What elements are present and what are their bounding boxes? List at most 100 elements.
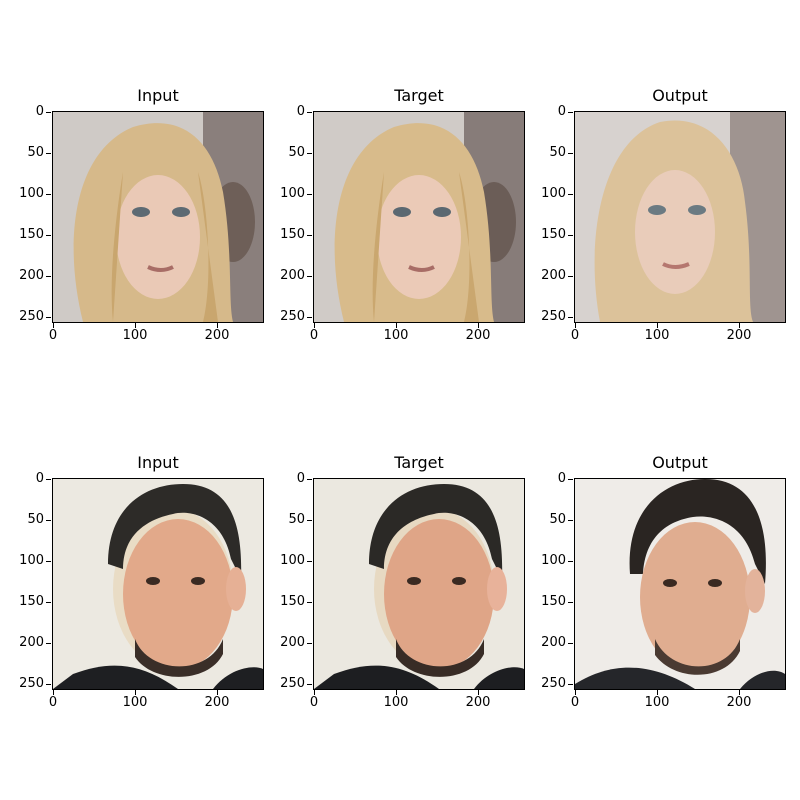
y-axis-tick-label: 250 bbox=[541, 309, 566, 324]
y-axis-tick bbox=[46, 276, 51, 277]
y-axis-tick-label: 200 bbox=[280, 635, 305, 650]
y-axis-tick-label: 200 bbox=[19, 268, 44, 283]
x-axis-tick bbox=[53, 323, 54, 328]
x-axis-tick bbox=[314, 690, 315, 695]
y-axis-tick-label: 150 bbox=[19, 594, 44, 609]
y-axis-tick bbox=[568, 602, 573, 603]
y-axis-tick bbox=[568, 684, 573, 685]
x-axis-tick bbox=[135, 690, 136, 695]
y-axis-tick bbox=[307, 602, 312, 603]
subplot-title: Target bbox=[394, 453, 444, 472]
x-axis-tick-label: 0 bbox=[570, 695, 580, 710]
y-axis-tick-label: 0 bbox=[557, 471, 566, 486]
x-axis-tick-label: 100 bbox=[644, 328, 670, 343]
face-image-man-output bbox=[574, 478, 786, 690]
x-axis-tick bbox=[657, 323, 658, 328]
x-axis-tick bbox=[396, 323, 397, 328]
x-axis-tick bbox=[575, 323, 576, 328]
y-axis-tick-label: 150 bbox=[541, 227, 566, 242]
y-axis-tick bbox=[307, 520, 312, 521]
y-axis-tick bbox=[46, 235, 51, 236]
y-axis-tick bbox=[568, 112, 573, 113]
y-axis-tick bbox=[568, 643, 573, 644]
y-axis-tick-label: 250 bbox=[280, 676, 305, 691]
y-axis-tick-label: 250 bbox=[19, 309, 44, 324]
x-axis-tick-label: 0 bbox=[48, 695, 58, 710]
y-axis-tick bbox=[307, 561, 312, 562]
y-axis-tick-label: 0 bbox=[35, 471, 44, 486]
y-axis-tick bbox=[307, 153, 312, 154]
y-axis-tick-label: 100 bbox=[541, 553, 566, 568]
x-axis-tick bbox=[314, 323, 315, 328]
y-axis-tick-label: 200 bbox=[19, 635, 44, 650]
x-axis-tick bbox=[575, 690, 576, 695]
y-axis-tick bbox=[46, 520, 51, 521]
y-axis-tick-label: 150 bbox=[280, 594, 305, 609]
x-axis-tick-label: 0 bbox=[570, 328, 580, 343]
y-axis-tick bbox=[307, 317, 312, 318]
y-axis-tick-label: 100 bbox=[280, 553, 305, 568]
x-axis-tick bbox=[478, 690, 479, 695]
y-axis-tick-label: 250 bbox=[19, 676, 44, 691]
x-axis-tick bbox=[217, 323, 218, 328]
y-axis-tick bbox=[46, 112, 51, 113]
y-axis-tick-label: 0 bbox=[296, 104, 305, 119]
y-axis-tick-label: 50 bbox=[288, 145, 305, 160]
y-axis-tick bbox=[46, 602, 51, 603]
subplot-row2-target: Target 0 50 100 150 200 250 0 100 200 bbox=[280, 454, 525, 710]
x-axis-tick-label: 200 bbox=[465, 695, 491, 710]
y-axis-tick-label: 50 bbox=[288, 512, 305, 527]
face-image-woman-input bbox=[52, 111, 264, 323]
y-axis-tick-label: 0 bbox=[35, 104, 44, 119]
y-axis-tick-label: 0 bbox=[557, 104, 566, 119]
x-axis-tick bbox=[53, 690, 54, 695]
y-axis-tick bbox=[46, 153, 51, 154]
x-axis-tick-label: 0 bbox=[48, 328, 58, 343]
y-axis-tick bbox=[568, 194, 573, 195]
face-image-man-input bbox=[52, 478, 264, 690]
x-axis-tick-label: 100 bbox=[383, 695, 409, 710]
x-axis-tick-label: 100 bbox=[383, 328, 409, 343]
y-axis-tick-label: 200 bbox=[541, 635, 566, 650]
y-axis-tick bbox=[46, 561, 51, 562]
x-axis-tick bbox=[217, 690, 218, 695]
face-image-woman-target bbox=[313, 111, 525, 323]
y-axis-tick bbox=[46, 684, 51, 685]
x-axis-tick bbox=[739, 323, 740, 328]
y-axis-tick-label: 100 bbox=[280, 186, 305, 201]
x-axis-tick-label: 0 bbox=[309, 695, 319, 710]
y-axis-tick bbox=[307, 276, 312, 277]
x-axis-tick-label: 100 bbox=[122, 695, 148, 710]
y-axis-tick bbox=[307, 643, 312, 644]
x-axis-tick-label: 0 bbox=[309, 328, 319, 343]
y-axis-tick-label: 150 bbox=[280, 227, 305, 242]
y-axis-tick-label: 200 bbox=[280, 268, 305, 283]
y-axis-tick-label: 250 bbox=[280, 309, 305, 324]
x-axis-tick bbox=[396, 690, 397, 695]
x-axis-tick bbox=[478, 323, 479, 328]
face-image-woman-output bbox=[574, 111, 786, 323]
subplot-title: Target bbox=[394, 86, 444, 105]
subplot-title: Output bbox=[652, 86, 708, 105]
y-axis-tick-label: 50 bbox=[549, 145, 566, 160]
x-axis-tick-label: 200 bbox=[726, 695, 752, 710]
y-axis-tick bbox=[46, 643, 51, 644]
y-axis-tick bbox=[307, 194, 312, 195]
face-image-man-target bbox=[313, 478, 525, 690]
y-axis-tick bbox=[46, 317, 51, 318]
subplot-title: Output bbox=[652, 453, 708, 472]
y-axis-tick-label: 50 bbox=[27, 512, 44, 527]
y-axis-tick bbox=[568, 153, 573, 154]
x-axis-tick-label: 200 bbox=[726, 328, 752, 343]
y-axis-tick-label: 200 bbox=[541, 268, 566, 283]
y-axis-tick bbox=[568, 235, 573, 236]
y-axis-tick-label: 0 bbox=[296, 471, 305, 486]
y-axis-tick-label: 50 bbox=[27, 145, 44, 160]
y-axis-tick-label: 150 bbox=[541, 594, 566, 609]
y-axis-tick bbox=[46, 194, 51, 195]
